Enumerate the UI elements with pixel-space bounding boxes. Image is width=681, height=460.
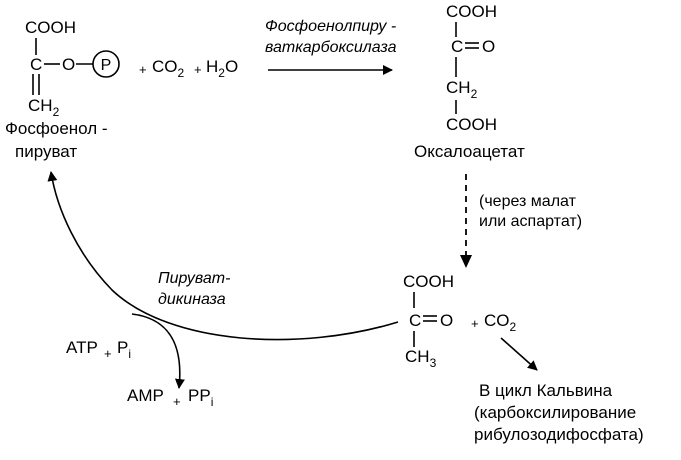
atp-plus: + [104,346,112,361]
pep-p: P [101,57,112,74]
arrow-atp-to-amp [131,313,185,389]
transport-step: (через малат или аспартат) [460,174,582,268]
co2-label: CO2 [152,57,185,80]
calvin-line3: рибулозодифосфата) [474,425,644,444]
pep-o: O [62,55,75,74]
phosphoenolpyruvate: COOH C O P CH2 Фосфоенол - пируват [5,18,120,161]
calvin-line2: (карбоксилирование [474,403,636,422]
regeneration-cycle: Пируват- дикиназа [47,171,399,389]
oaa-o: O [482,37,495,56]
pep-ch2: CH2 [28,96,60,119]
enzyme2-line2: дикиназа [158,291,226,308]
calvin-branch: В цикл Кальвина (карбоксилирование рибул… [474,337,644,444]
pyr-o: O [440,311,453,330]
oaa-cooh-bottom: COOH [446,115,497,134]
pyr-cooh: COOH [403,272,454,291]
atp-label: ATP [66,338,98,357]
amp-plus: + [173,394,181,409]
oxaloacetate: COOH C O CH2 COOH Оксалоацетат [414,2,525,161]
plus-sign-2: + [194,62,202,77]
phosphate-circle [92,50,120,78]
pyr-plus: + [471,316,479,331]
oaa-c: C [451,37,463,56]
dashed-arrow-head [460,255,472,268]
oaa-name: Оксалоацетат [414,142,525,161]
oaa-cooh-top: COOH [446,2,497,21]
via-line1: (через малат [479,193,577,210]
h2o-label: H2O [206,57,238,80]
atp-pi: ATP + Pi [66,338,131,361]
pyr-co2: CO2 [484,311,517,334]
amp-ppi: AMP + PPi [127,386,213,409]
oaa-ch2: CH2 [446,78,478,101]
pep-cooh: COOH [25,18,76,37]
pi-label: Pi [117,338,131,361]
enzyme-pep-carboxylase: Фосфоенолпиру - ваткарбоксилаза [265,18,397,75]
enzyme1-line2: ваткарбоксилаза [265,39,397,56]
ppi-label: PPi [188,386,213,409]
reactants: + CO2 + H2O [139,57,238,80]
pep-name-line1: Фосфоенол - [5,119,108,138]
enzyme1-line1: Фосфоенолпиру - [265,18,396,35]
amp-label: AMP [127,386,164,405]
via-line2: или аспартат) [479,213,582,230]
calvin-line1: В цикл Кальвина [479,381,613,400]
plus-sign-1: + [139,62,147,77]
enzyme2-line1: Пируват- [158,270,230,287]
arrow-regeneration [47,171,399,341]
pep-name-line2: пируват [15,142,77,161]
pyr-ch3: CH3 [405,347,437,370]
arrow-to-calvin [500,337,538,371]
pep-c: C [30,55,42,74]
pyruvate: COOH C O CH3 + CO2 [403,272,517,370]
pyr-c: C [409,311,421,330]
